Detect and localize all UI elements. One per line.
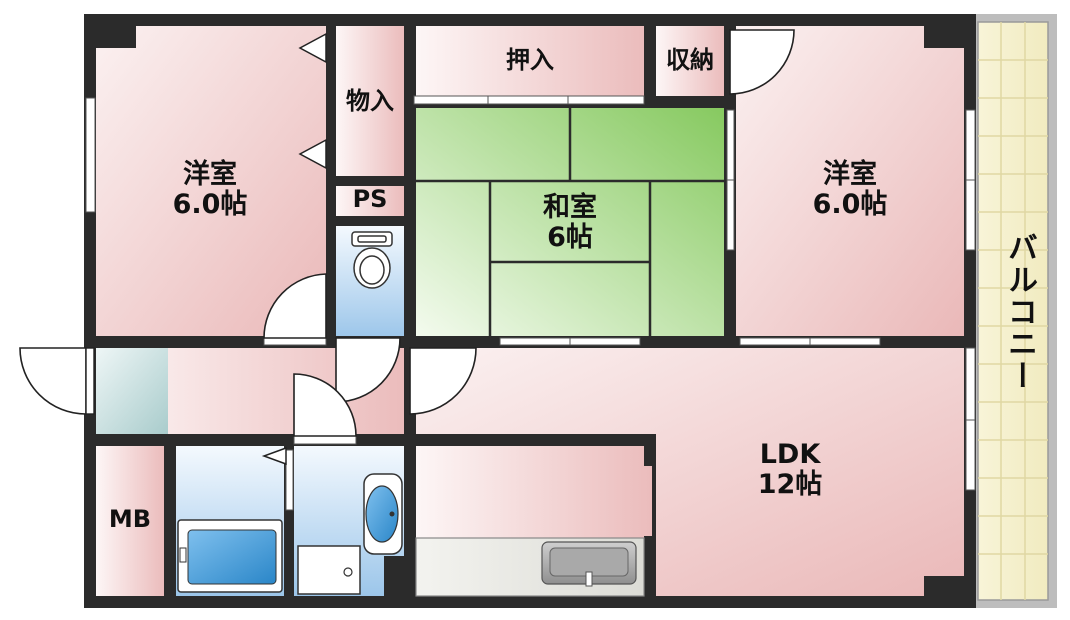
room-ldk [416, 348, 964, 596]
label-western-left-size: 6.0帖 [172, 189, 248, 221]
door-washroom-slab [285, 449, 294, 511]
label-ldk-size: 12帖 [757, 469, 823, 501]
door-western-left-slab [263, 337, 327, 346]
label-oshiire: 押入 [506, 46, 554, 74]
tatami-lines [416, 106, 724, 338]
window-left [85, 97, 96, 213]
label-ldk: LDK 12帖 [730, 439, 850, 501]
window-right-lower [965, 347, 976, 491]
room-western-right [736, 26, 964, 338]
monoire-door-hinge-top [298, 32, 327, 64]
label-shuno: 収納 [666, 46, 714, 74]
door-swing-shuno [729, 29, 795, 95]
label-western-right-size: 6.0帖 [812, 189, 888, 221]
label-western-left: 洋室 6.0帖 [150, 159, 270, 221]
room-entrance [96, 348, 168, 434]
room-ps [336, 186, 404, 216]
bath-door-hinge [261, 446, 287, 466]
monoire-door-hinge-bottom [298, 138, 327, 170]
balcony [965, 14, 1057, 608]
label-washitsu-size: 6帖 [547, 222, 593, 254]
toilet-fixture [351, 231, 393, 289]
washing-machine-pan [297, 545, 361, 595]
kitchen-counter [415, 537, 645, 597]
label-western-right: 洋室 6.0帖 [790, 159, 910, 221]
label-washitsu-name: 和室 [543, 192, 597, 223]
door-bath-slab [293, 435, 357, 445]
label-ldk-name: LDK [759, 439, 821, 470]
room-shuno [656, 26, 724, 98]
label-western-left-name: 洋室 [183, 159, 237, 190]
room-western-left [96, 26, 326, 338]
door-swing-entrance [19, 347, 87, 415]
door-swing-bath [293, 373, 357, 437]
label-mb: MB [108, 505, 152, 533]
room-oshiire [416, 26, 644, 98]
label-ps: PS [352, 185, 388, 213]
wash-basin [363, 473, 403, 555]
room-mb [96, 446, 164, 596]
label-balcony: バルコニー [1002, 232, 1037, 392]
label-washitsu: 和室 6帖 [510, 192, 630, 254]
label-western-right-name: 洋室 [823, 159, 877, 190]
room-monoire [336, 26, 404, 176]
door-swing-ldk [409, 347, 477, 415]
bathtub [177, 519, 283, 593]
entrance-door-slab [85, 347, 95, 415]
sliding-door-oshiire [413, 95, 645, 105]
door-swing-western-left [263, 273, 327, 339]
label-monoire: 物入 [346, 87, 394, 115]
